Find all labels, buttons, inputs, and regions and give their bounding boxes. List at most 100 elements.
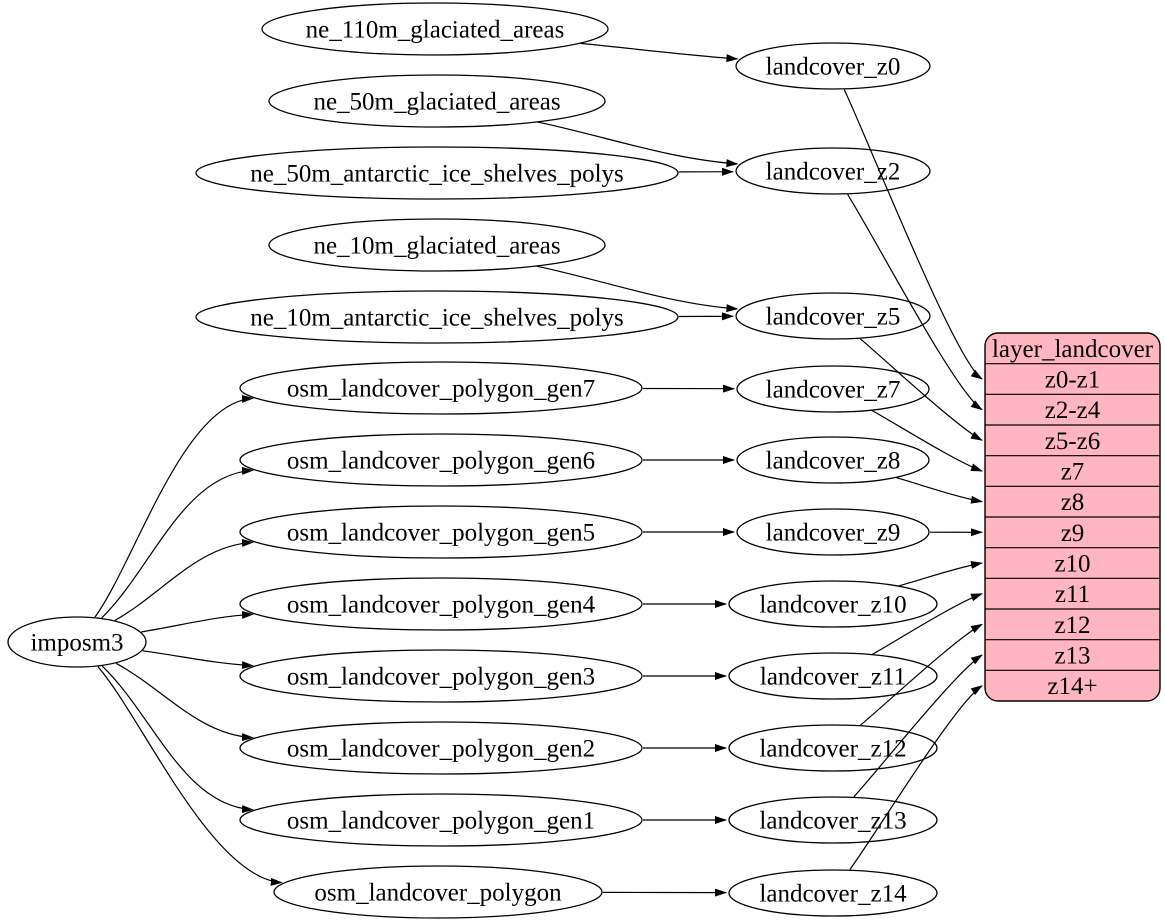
record-row-z14+: z14+ xyxy=(1047,673,1097,700)
edge xyxy=(849,685,983,870)
node-label-landcover_z11: landcover_z11 xyxy=(760,664,906,691)
node-label-ne_50m_antarctic_ice_shelves_polys: ne_50m_antarctic_ice_shelves_polys xyxy=(250,161,624,188)
node-shape-ne_10m_glaciated_areas xyxy=(268,218,606,272)
node-osm_landcover_polygon_gen6: osm_landcover_polygon_gen6 xyxy=(239,433,643,487)
record-row-z2-z4: z2-z4 xyxy=(1045,397,1101,424)
node-label-landcover_z8: landcover_z8 xyxy=(766,448,901,475)
node-shape-ne_50m_glaciated_areas xyxy=(268,74,606,128)
edge xyxy=(141,610,254,633)
node-shape-osm_landcover_polygon_gen1 xyxy=(239,793,643,847)
node-label-landcover_z2: landcover_z2 xyxy=(766,159,901,186)
edge xyxy=(898,561,983,587)
edge xyxy=(101,665,254,814)
node-shape-landcover_z2 xyxy=(735,147,931,195)
edge xyxy=(94,394,254,618)
node-osm_landcover_polygon: osm_landcover_polygon xyxy=(273,865,603,919)
node-osm_landcover_polygon_gen3: osm_landcover_polygon_gen3 xyxy=(239,649,643,703)
edge xyxy=(142,650,254,670)
record-row-z10: z10 xyxy=(1054,551,1090,578)
record-row-z11: z11 xyxy=(1055,581,1090,608)
edge xyxy=(860,623,983,726)
edge xyxy=(537,121,739,168)
edge xyxy=(101,466,254,619)
edge xyxy=(871,410,983,472)
node-label-landcover_z0: landcover_z0 xyxy=(766,54,901,81)
node-shape-osm_landcover_polygon_gen2 xyxy=(239,721,643,775)
node-osm_landcover_polygon_gen7: osm_landcover_polygon_gen7 xyxy=(239,361,643,415)
node-landcover_z13: landcover_z13 xyxy=(728,796,938,844)
node-label-osm_landcover_polygon: osm_landcover_polygon xyxy=(314,880,562,907)
node-landcover_z5: landcover_z5 xyxy=(735,292,931,340)
node-shape-osm_landcover_polygon_gen3 xyxy=(239,649,643,703)
edge xyxy=(580,42,739,63)
node-ne_110m_glaciated_areas: ne_110m_glaciated_areas xyxy=(261,2,609,56)
node-ne_10m_antarctic_ice_shelves_polys: ne_10m_antarctic_ice_shelves_polys xyxy=(195,290,679,344)
node-landcover_z12: landcover_z12 xyxy=(728,724,938,772)
edge xyxy=(97,666,283,886)
record-header: layer_landcover xyxy=(992,336,1154,363)
node-landcover_z9: landcover_z9 xyxy=(736,508,930,556)
node-osm_landcover_polygon_gen4: osm_landcover_polygon_gen4 xyxy=(239,577,643,631)
record-row-z8: z8 xyxy=(1061,489,1085,516)
node-label-landcover_z7: landcover_z7 xyxy=(766,377,901,404)
node-shape-osm_landcover_polygon_gen5 xyxy=(239,505,643,559)
node-label-osm_landcover_polygon_gen7: osm_landcover_polygon_gen7 xyxy=(287,376,595,403)
node-label-landcover_z13: landcover_z13 xyxy=(759,808,906,835)
node-shape-landcover_z11 xyxy=(728,652,938,700)
node-ne_50m_antarctic_ice_shelves_polys: ne_50m_antarctic_ice_shelves_polys xyxy=(195,146,679,200)
edge xyxy=(853,654,983,798)
node-label-ne_10m_antarctic_ice_shelves_polys: ne_10m_antarctic_ice_shelves_polys xyxy=(250,305,624,332)
node-label-landcover_z14: landcover_z14 xyxy=(759,881,907,908)
record-row-z12: z12 xyxy=(1054,612,1090,639)
node-shape-landcover_z10 xyxy=(728,580,938,628)
node-shape-landcover_z13 xyxy=(728,796,938,844)
node-imposm3: imposm3 xyxy=(7,616,147,668)
node-landcover_z10: landcover_z10 xyxy=(728,580,938,628)
node-label-osm_landcover_polygon_gen6: osm_landcover_polygon_gen6 xyxy=(287,448,595,475)
record-row-z9: z9 xyxy=(1061,520,1085,547)
node-landcover_z14: landcover_z14 xyxy=(728,869,938,917)
node-label-osm_landcover_polygon_gen3: osm_landcover_polygon_gen3 xyxy=(287,664,595,691)
node-landcover_z2: landcover_z2 xyxy=(735,147,931,195)
node-shape-landcover_z0 xyxy=(735,42,931,90)
node-label-osm_landcover_polygon_gen5: osm_landcover_polygon_gen5 xyxy=(287,520,595,547)
node-ne_10m_glaciated_areas: ne_10m_glaciated_areas xyxy=(268,218,606,272)
node-label-landcover_z10: landcover_z10 xyxy=(759,592,906,619)
edge xyxy=(843,89,983,380)
edge xyxy=(896,477,983,504)
node-shape-landcover_z7 xyxy=(736,365,930,413)
node-shape-landcover_z14 xyxy=(728,869,938,917)
node-shape-ne_50m_antarctic_ice_shelves_polys xyxy=(195,146,679,200)
node-label-landcover_z5: landcover_z5 xyxy=(766,304,901,331)
node-shape-osm_landcover_polygon_gen7 xyxy=(239,361,643,415)
node-shape-landcover_z8 xyxy=(736,436,930,484)
edge xyxy=(115,662,254,742)
node-label-ne_10m_glaciated_areas: ne_10m_glaciated_areas xyxy=(313,233,560,260)
node-label-landcover_z12: landcover_z12 xyxy=(759,736,906,763)
node-shape-landcover_z5 xyxy=(735,292,931,340)
record-layer_landcover: layer_landcoverz0-z1z2-z4z5-z6z7z8z9z10z… xyxy=(984,332,1161,702)
node-shape-osm_landcover_polygon_gen6 xyxy=(239,433,643,487)
record-row-z5-z6: z5-z6 xyxy=(1045,428,1101,455)
node-shape-imposm3 xyxy=(7,616,147,668)
node-label-ne_110m_glaciated_areas: ne_110m_glaciated_areas xyxy=(306,17,565,44)
node-label-osm_landcover_polygon_gen2: osm_landcover_polygon_gen2 xyxy=(287,736,595,763)
node-shape-osm_landcover_polygon_gen4 xyxy=(239,577,643,631)
node-landcover_z0: landcover_z0 xyxy=(735,42,931,90)
edge xyxy=(847,194,983,411)
node-label-imposm3: imposm3 xyxy=(30,630,123,657)
node-label-osm_landcover_polygon_gen4: osm_landcover_polygon_gen4 xyxy=(287,592,596,619)
edge xyxy=(536,265,739,313)
node-shape-ne_110m_glaciated_areas xyxy=(261,2,609,56)
node-shape-landcover_z9 xyxy=(736,508,930,556)
node-ne_50m_glaciated_areas: ne_50m_glaciated_areas xyxy=(268,74,606,128)
node-label-landcover_z9: landcover_z9 xyxy=(766,520,901,547)
record-row-z7: z7 xyxy=(1061,459,1085,486)
node-landcover_z7: landcover_z7 xyxy=(736,365,930,413)
node-landcover_z8: landcover_z8 xyxy=(736,436,930,484)
edge xyxy=(872,593,983,655)
node-shape-ne_10m_antarctic_ice_shelves_polys xyxy=(195,290,679,344)
node-shape-osm_landcover_polygon xyxy=(273,865,603,919)
